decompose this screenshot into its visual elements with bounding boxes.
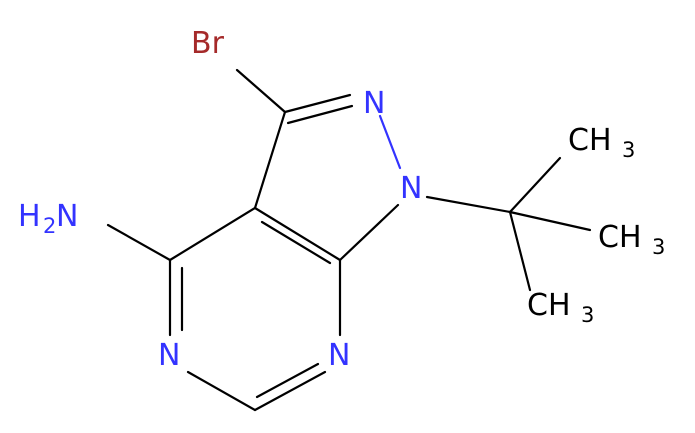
atom-nh2-subscript: 2 [43,214,56,238]
bond-c6-n7-b [255,362,320,399]
atom-nh2: H 2 N [18,199,78,238]
methyl-mid: CH 3 [598,220,665,259]
bond-ctbu-ch3-mid [508,210,592,232]
methyl-top: CH 3 [568,123,635,162]
methyl-bottom-subscript: 3 [581,303,594,327]
atom-n5: N [158,338,180,373]
bond-c3-n2-a [283,93,352,114]
methyl-mid-ch: CH [598,220,642,255]
methyl-mid-subscript: 3 [652,235,665,259]
bond-n5-c6 [186,370,257,412]
methyl-bottom-ch: CH [527,288,571,323]
atom-n2: N [363,86,385,121]
bond-lines [106,68,592,412]
methyl-top-ch: CH [568,123,612,158]
bond-n1-ctbu [425,195,512,214]
bond-c3a-c7a-a [253,206,342,262]
bond-c3-c3a [253,110,287,210]
atom-n7: N [328,338,350,373]
bond-ctbu-ch3-top [508,156,562,214]
bond-c4-nh2 [106,223,172,262]
atom-n1: N [400,171,422,206]
bond-c3a-c4 [168,206,257,262]
atom-br: Br [191,26,225,61]
bond-c3-n2-b [286,104,354,125]
bond-c3-br [235,68,287,114]
bond-c3a-c7a-b [260,220,332,265]
atom-labels: Br N N N N H 2 N CH 3 CH 3 CH 3 [18,26,665,373]
atom-nh2-n: N [56,199,78,234]
bond-n2-n1 [378,114,402,170]
bond-c6-n7-a [253,370,327,412]
methyl-top-subscript: 3 [622,138,635,162]
bond-ctbu-ch3-bot [508,210,532,292]
atom-nh2-h: H [18,199,41,234]
bond-n1-c7a [338,203,400,262]
methyl-bottom: CH 3 [527,288,594,327]
